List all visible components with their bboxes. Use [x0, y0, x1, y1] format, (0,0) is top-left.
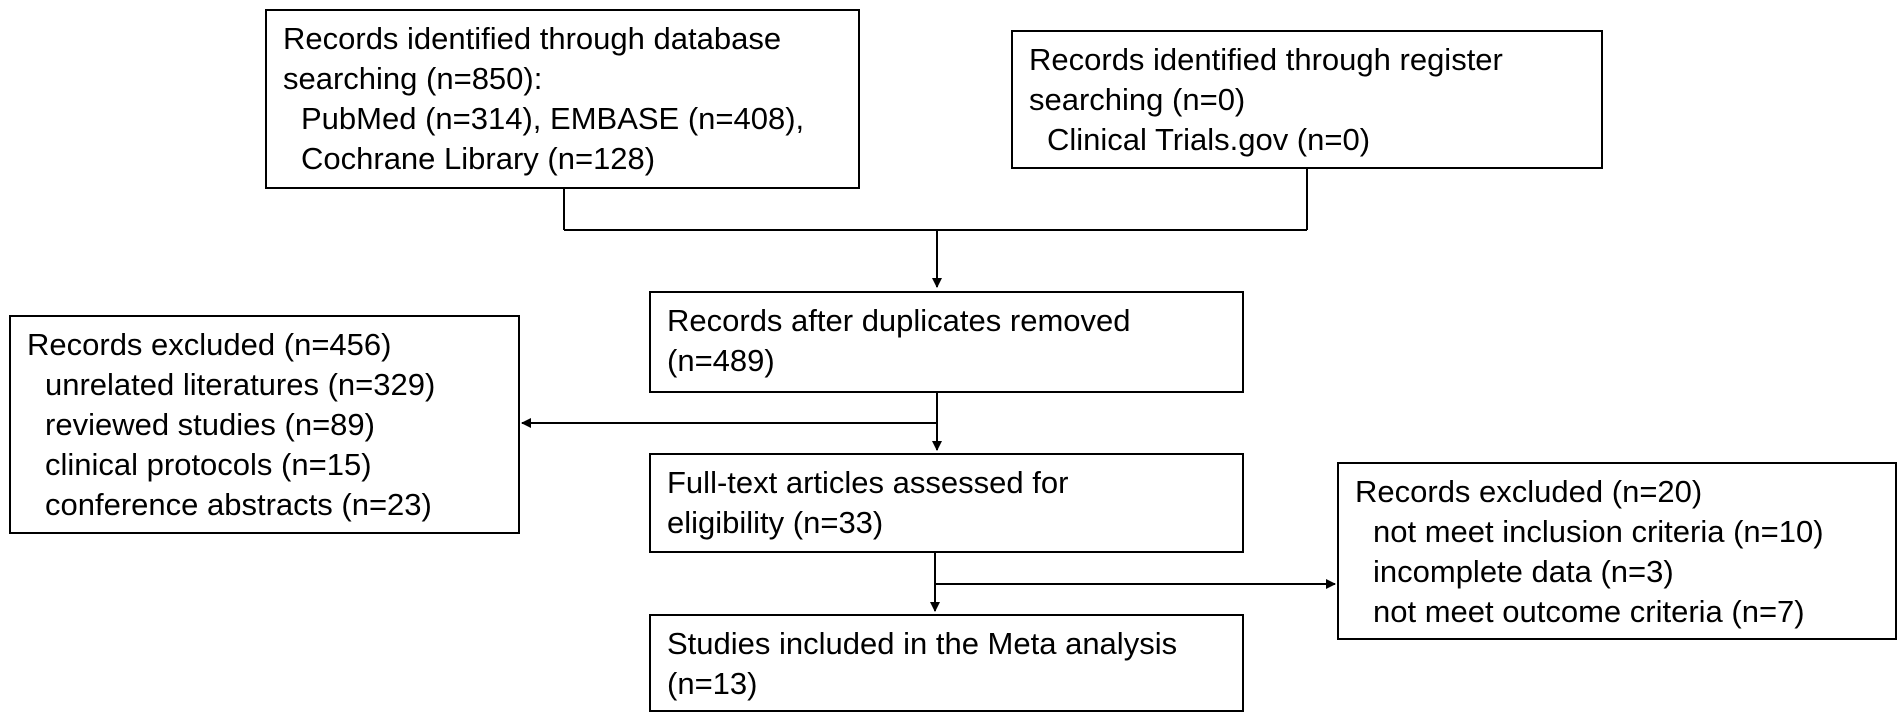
- database-search-line-4: Cochrane Library (n=128): [301, 141, 656, 176]
- database-search-line-1: Records identified through database: [283, 21, 782, 56]
- excluded-full-text-line-1: Records excluded (n=20): [1355, 474, 1703, 509]
- excluded-full-text-line-2: not meet inclusion criteria (n=10): [1373, 514, 1824, 549]
- after-duplicates-box: Records after duplicates removed (n=489): [649, 291, 1244, 393]
- excluded-screening-line-3: reviewed studies (n=89): [45, 407, 375, 442]
- after-duplicates-line-1: Records after duplicates removed: [667, 303, 1131, 338]
- included-box: Studies included in the Meta analysis (n…: [649, 614, 1244, 712]
- included-line-1: Studies included in the Meta analysis: [667, 626, 1178, 661]
- register-search-line-2: searching (n=0): [1029, 82, 1246, 117]
- included-line-2: (n=13): [667, 666, 758, 701]
- full-text-line-1: Full-text articles assessed for: [667, 465, 1069, 500]
- excluded-screening-line-4: clinical protocols (n=15): [45, 447, 372, 482]
- full-text-box: Full-text articles assessed for eligibil…: [649, 453, 1244, 553]
- excluded-screening-line-5: conference abstracts (n=23): [45, 487, 432, 522]
- database-search-line-3: PubMed (n=314), EMBASE (n=408),: [301, 101, 805, 136]
- database-search-box: Records identified through database sear…: [265, 9, 860, 189]
- full-text-line-2: eligibility (n=33): [667, 505, 884, 540]
- excluded-screening-line-2: unrelated literatures (n=329): [45, 367, 436, 402]
- after-duplicates-line-2: (n=489): [667, 343, 775, 378]
- excluded-full-text-line-4: not meet outcome criteria (n=7): [1373, 594, 1805, 629]
- excluded-screening-box: Records excluded (n=456) unrelated liter…: [9, 315, 520, 534]
- register-search-line-1: Records identified through register: [1029, 42, 1503, 77]
- database-search-line-2: searching (n=850):: [283, 61, 543, 96]
- register-search-line-3: Clinical Trials.gov (n=0): [1047, 122, 1371, 157]
- register-search-box: Records identified through register sear…: [1011, 30, 1603, 169]
- excluded-full-text-box: Records excluded (n=20) not meet inclusi…: [1337, 462, 1897, 640]
- excluded-full-text-line-3: incomplete data (n=3): [1373, 554, 1674, 589]
- excluded-screening-line-1: Records excluded (n=456): [27, 327, 392, 362]
